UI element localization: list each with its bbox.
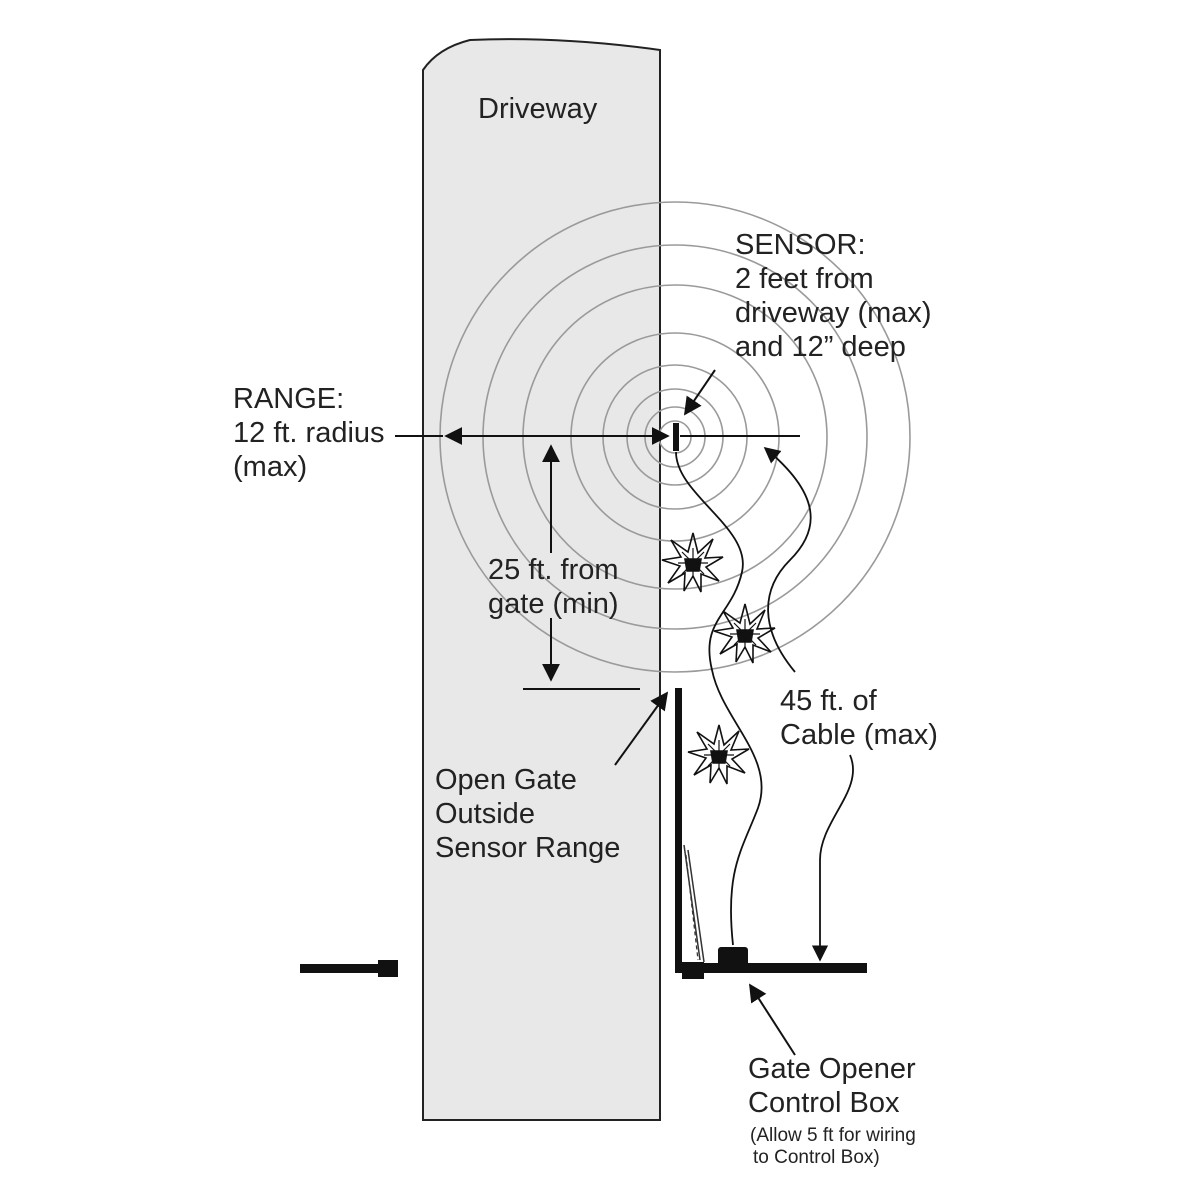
- cable-length-arrow: [763, 446, 812, 673]
- control-box-icon: [718, 947, 748, 967]
- driveway-strip: [422, 38, 661, 1121]
- open-gate-arrow: [614, 691, 669, 766]
- sensor-icon: [673, 423, 679, 451]
- flower-shrub-icon: [687, 724, 750, 785]
- left-gate-post-icon: [378, 960, 398, 977]
- control-box-note: (Allow 5 ft for wiring to Control Box): [750, 1125, 916, 1168]
- control-box-label: Gate Opener Control Box: [748, 1053, 916, 1119]
- driveway-label: Driveway: [478, 93, 598, 125]
- open-gate: [675, 688, 705, 973]
- left-gate-bar: [300, 964, 380, 973]
- control-box-arrow: [749, 983, 796, 1056]
- sensor-cable: [675, 451, 763, 946]
- sensor-label: SENSOR: 2 feet from driveway (max) and 1…: [735, 229, 932, 363]
- range-label: RANGE: 12 ft. radius (max): [233, 383, 385, 483]
- cable-label: 45 ft. of Cable (max): [780, 685, 938, 751]
- flower-shrub-icon: [661, 532, 724, 593]
- gate-distance-label: 25 ft. from gate (min): [488, 554, 619, 620]
- cable-length-arrow-lower: [811, 754, 854, 962]
- sensor-pointer-arrow: [683, 369, 716, 416]
- open-gate-label: Open Gate Outside Sensor Range: [435, 764, 621, 864]
- right-fence-bar: [684, 963, 867, 973]
- gate-post-icon: [682, 962, 704, 979]
- flower-shrub-icon: [713, 603, 776, 664]
